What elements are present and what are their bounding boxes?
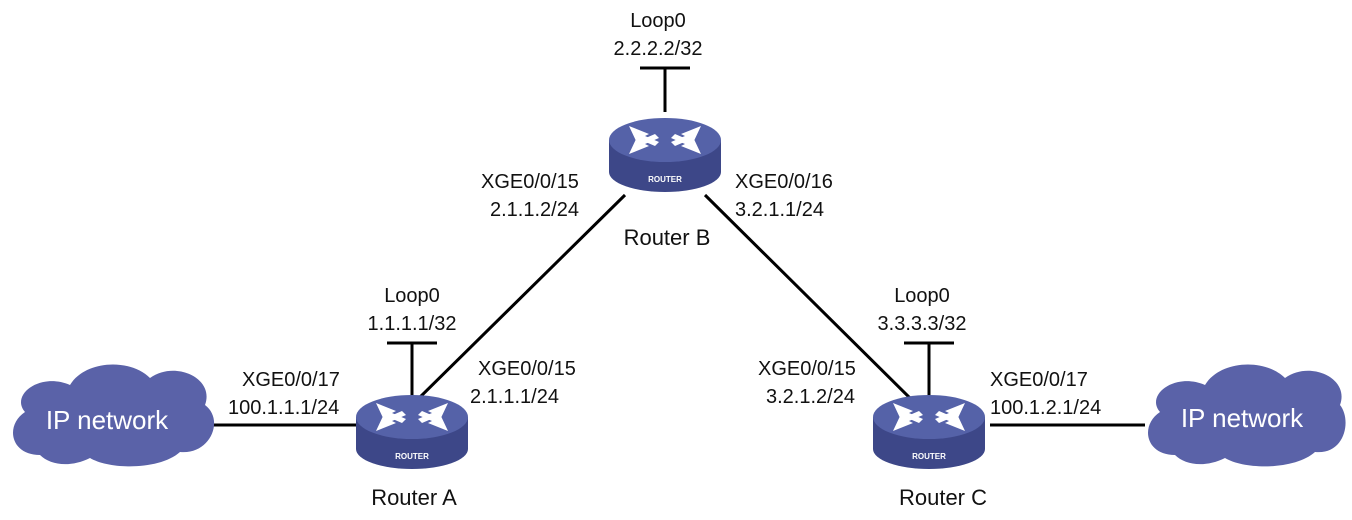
router-a-badge: ROUTER — [395, 452, 429, 461]
iface-b-xge16-name: XGE0/0/16 — [735, 171, 833, 193]
ip-network-cloud-right: IP network — [1148, 364, 1346, 467]
iface-a-xge17-name: XGE0/0/17 — [242, 369, 340, 391]
link-a-b — [410, 193, 627, 407]
loopback-b-ip: 2.2.2.2/32 — [614, 38, 703, 60]
iface-a-xge17-ip: 100.1.1.1/24 — [228, 397, 339, 419]
loopback-c-ip: 3.3.3.3/32 — [878, 313, 967, 335]
iface-a-xge15-ip: 2.1.1.1/24 — [470, 386, 559, 408]
iface-c-xge15-name: XGE0/0/15 — [758, 358, 856, 380]
loopback-b-name: Loop0 — [630, 10, 686, 32]
router-b: ROUTER — [609, 118, 721, 192]
loopback-a-ip: 1.1.1.1/32 — [368, 313, 457, 335]
router-icon: ROUTER — [609, 118, 721, 192]
iface-c-xge17-ip: 100.1.2.1/24 — [990, 397, 1101, 419]
link-b-c — [703, 193, 919, 407]
iface-c-xge15-ip: 3.2.1.2/24 — [766, 386, 855, 408]
iface-b-xge15-name: XGE0/0/15 — [481, 171, 579, 193]
links — [205, 66, 1145, 427]
router-icon: ROUTER — [356, 395, 468, 469]
ip-network-cloud-left: IP network — [12, 364, 215, 467]
loopback-a-name: Loop0 — [384, 285, 440, 307]
router-a: ROUTER — [356, 395, 468, 469]
router-icon: ROUTER — [873, 395, 985, 469]
router-c: ROUTER — [873, 395, 985, 469]
router-b-name: Router B — [624, 225, 711, 250]
iface-c-xge17-name: XGE0/0/17 — [990, 369, 1088, 391]
router-c-name: Router C — [899, 485, 987, 510]
iface-b-xge16-ip: 3.2.1.1/24 — [735, 199, 824, 221]
cloud-left-label: IP network — [46, 405, 169, 435]
loopback-c-name: Loop0 — [894, 285, 950, 307]
router-b-badge: ROUTER — [648, 175, 682, 184]
iface-a-xge15-name: XGE0/0/15 — [478, 358, 576, 380]
router-c-badge: ROUTER — [912, 452, 946, 461]
router-a-name: Router A — [371, 485, 457, 510]
iface-b-xge15-ip: 2.1.1.2/24 — [490, 199, 579, 221]
cloud-right-label: IP network — [1181, 403, 1304, 433]
